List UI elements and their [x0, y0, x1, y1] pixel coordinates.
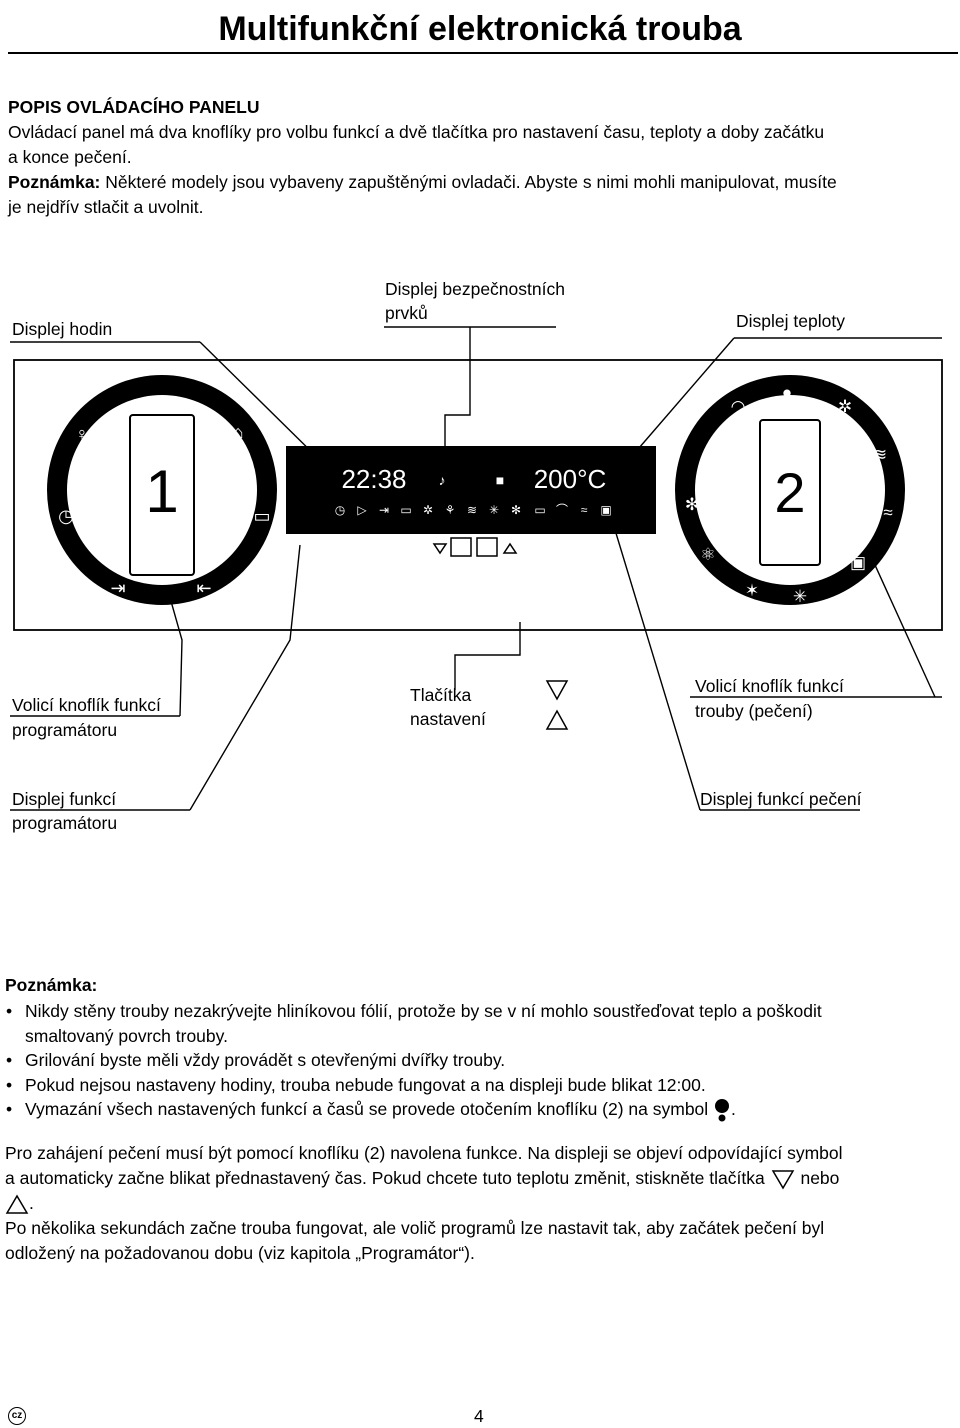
svg-text:⇥: ⇥ [110, 578, 125, 598]
svg-text:◠: ◠ [731, 397, 746, 416]
label-safety-display-1: Displej bezpečnostních [385, 279, 565, 299]
note-item: Nikdy stěny trouby nezakrývejte hliníkov… [5, 999, 960, 1048]
note-item: Grilování byste měli vždy provádět s ote… [5, 1048, 960, 1073]
intro-note-label: Poznámka: [8, 172, 101, 192]
intro-line-2: a konce pečení. [8, 147, 132, 167]
svg-text:≋: ≋ [873, 445, 887, 464]
final-line-5: odložený na požadovanou dobu (viz kapito… [5, 1243, 475, 1263]
panel-frame [13, 359, 943, 631]
svg-text:⇤: ⇤ [196, 578, 211, 598]
intro-note-text: Některé modely jsou vybaveny zapuštěnými… [100, 172, 837, 192]
programmer-knob: 1 ♀ ⌂ ◷ ▭ ⇥ ⇤ [47, 375, 277, 605]
title-rule [8, 52, 958, 54]
svg-text:≈: ≈ [883, 503, 892, 522]
programmer-knob-grip [129, 414, 195, 576]
central-display: 22:38 ♪ ■ 200°C ◷ ▷ ⇥ ▭ ✲ ⚘ ≋ ✳ ✻ ▭ ⌒ ≈ ▣ [286, 446, 656, 557]
intro-note: Poznámka: Některé modely jsou vybaveny z… [8, 170, 958, 195]
notes-heading: Poznámka: [5, 975, 98, 995]
down-button [450, 537, 472, 557]
final-line-1: Pro zahájení pečení musí být pomocí knof… [5, 1143, 843, 1163]
svg-text:♀: ♀ [75, 424, 89, 444]
svg-text:✲: ✲ [838, 397, 852, 416]
label-bake-display: Displej funkcí pečení [700, 789, 862, 809]
down-triangle-icon [432, 543, 448, 555]
svg-text:✻: ✻ [685, 495, 699, 514]
svg-text:●: ● [782, 383, 792, 402]
label-prog-knob-2: programátoru [12, 720, 117, 740]
label-clock-display: Displej hodin [12, 319, 112, 339]
svg-text:⚛: ⚛ [700, 545, 715, 564]
svg-text:≈: ≈ [581, 503, 588, 517]
intro-heading: POPIS OVLÁDACÍHO PANELU [8, 97, 260, 117]
final-line-3: . [5, 1191, 960, 1216]
svg-text:⇥: ⇥ [379, 503, 389, 517]
label-oven-knob-2: trouby (pečení) [695, 701, 813, 721]
svg-text:✳: ✳ [793, 587, 807, 606]
up-triangle-icon [545, 709, 569, 730]
control-panel-diagram: 1 ♀ ⌂ ◷ ▭ ⇥ ⇤ 2 ● ◠ ✲ ≋ ≈ ✻ ⚛ ▣ ✶ ✳ [10, 279, 943, 833]
page-title: Multifunkční elektronická trouba [218, 10, 742, 48]
svg-text:▭: ▭ [534, 503, 545, 517]
note-item: Vymazání všech nastavených funkcí a časů… [5, 1097, 960, 1123]
svg-text:▣: ▣ [850, 553, 866, 572]
svg-text:✶: ✶ [745, 581, 759, 600]
notes-section: Poznámka: Nikdy stěny trouby nezakrývejt… [5, 973, 960, 1123]
lcd-time: 22:38 [341, 464, 406, 494]
svg-text:✳: ✳ [489, 503, 499, 517]
label-buttons-1: Tlačítka [410, 685, 472, 705]
oven-knob-number: 2 [774, 461, 805, 524]
down-triangle-icon [545, 680, 569, 701]
programmer-knob-number: 1 [145, 458, 178, 525]
up-triangle-icon [5, 1194, 29, 1215]
final-line-4: Po několika sekundách začne trouba fungo… [5, 1218, 825, 1238]
svg-text:✻: ✻ [511, 503, 521, 517]
svg-text:⚘: ⚘ [445, 503, 456, 517]
up-triangle-icon [502, 542, 518, 554]
svg-text:≋: ≋ [467, 503, 477, 517]
svg-text:⌒: ⌒ [556, 503, 568, 517]
label-buttons-2: nastavení [410, 709, 486, 729]
svg-text:▭: ▭ [400, 503, 411, 517]
down-triangle-icon [771, 1170, 794, 1190]
reset-symbol-icon [715, 1099, 730, 1122]
final-line-2: a automaticky začne blikat přednastavený… [5, 1166, 960, 1191]
intro-line-1: Ovládací panel má dva knoflíky pro volbu… [8, 122, 825, 142]
lcd-temperature: 200°C [534, 464, 607, 494]
bell-icon: ♪ [439, 472, 446, 488]
label-safety-display-2: prvků [385, 303, 428, 323]
label-prog-knob-1: Volicí knoflík funkcí [12, 695, 161, 715]
svg-text:✲: ✲ [423, 503, 433, 517]
language-badge: cz [8, 1407, 26, 1425]
svg-text:▷: ▷ [357, 503, 367, 517]
oven-function-knob: 2 ● ◠ ✲ ≋ ≈ ✻ ⚛ ▣ ✶ ✳ [675, 375, 905, 606]
page-number: 4 [474, 1406, 484, 1426]
svg-text:◷: ◷ [58, 506, 74, 526]
svg-text:◷: ◷ [335, 503, 345, 517]
up-button [476, 537, 498, 557]
svg-text:▣: ▣ [600, 503, 611, 517]
note-item: Pokud nejsou nastaveny hodiny, trouba ne… [5, 1073, 960, 1098]
lcd-function-icons: ◷ ▷ ⇥ ▭ ✲ ⚘ ≋ ✳ ✻ ▭ ⌒ ≈ ▣ [335, 503, 612, 517]
intro-section: POPIS OVLÁDACÍHO PANELU Ovládací panel m… [8, 95, 958, 220]
final-section: Pro zahájení pečení musí být pomocí knof… [5, 1141, 960, 1266]
label-prog-display-2: programátoru [12, 813, 117, 833]
label-temp-display: Displej teploty [736, 311, 845, 331]
oven-knob-grip [759, 419, 821, 566]
svg-text:⌂: ⌂ [233, 422, 244, 442]
label-oven-knob-1: Volicí knoflík funkcí [695, 676, 844, 696]
lock-icon: ■ [496, 472, 504, 488]
svg-text:▭: ▭ [253, 506, 270, 526]
label-prog-display-1: Displej funkcí [12, 789, 116, 809]
intro-note-line-2: je nejdřív stlačit a uvolnit. [8, 197, 204, 217]
